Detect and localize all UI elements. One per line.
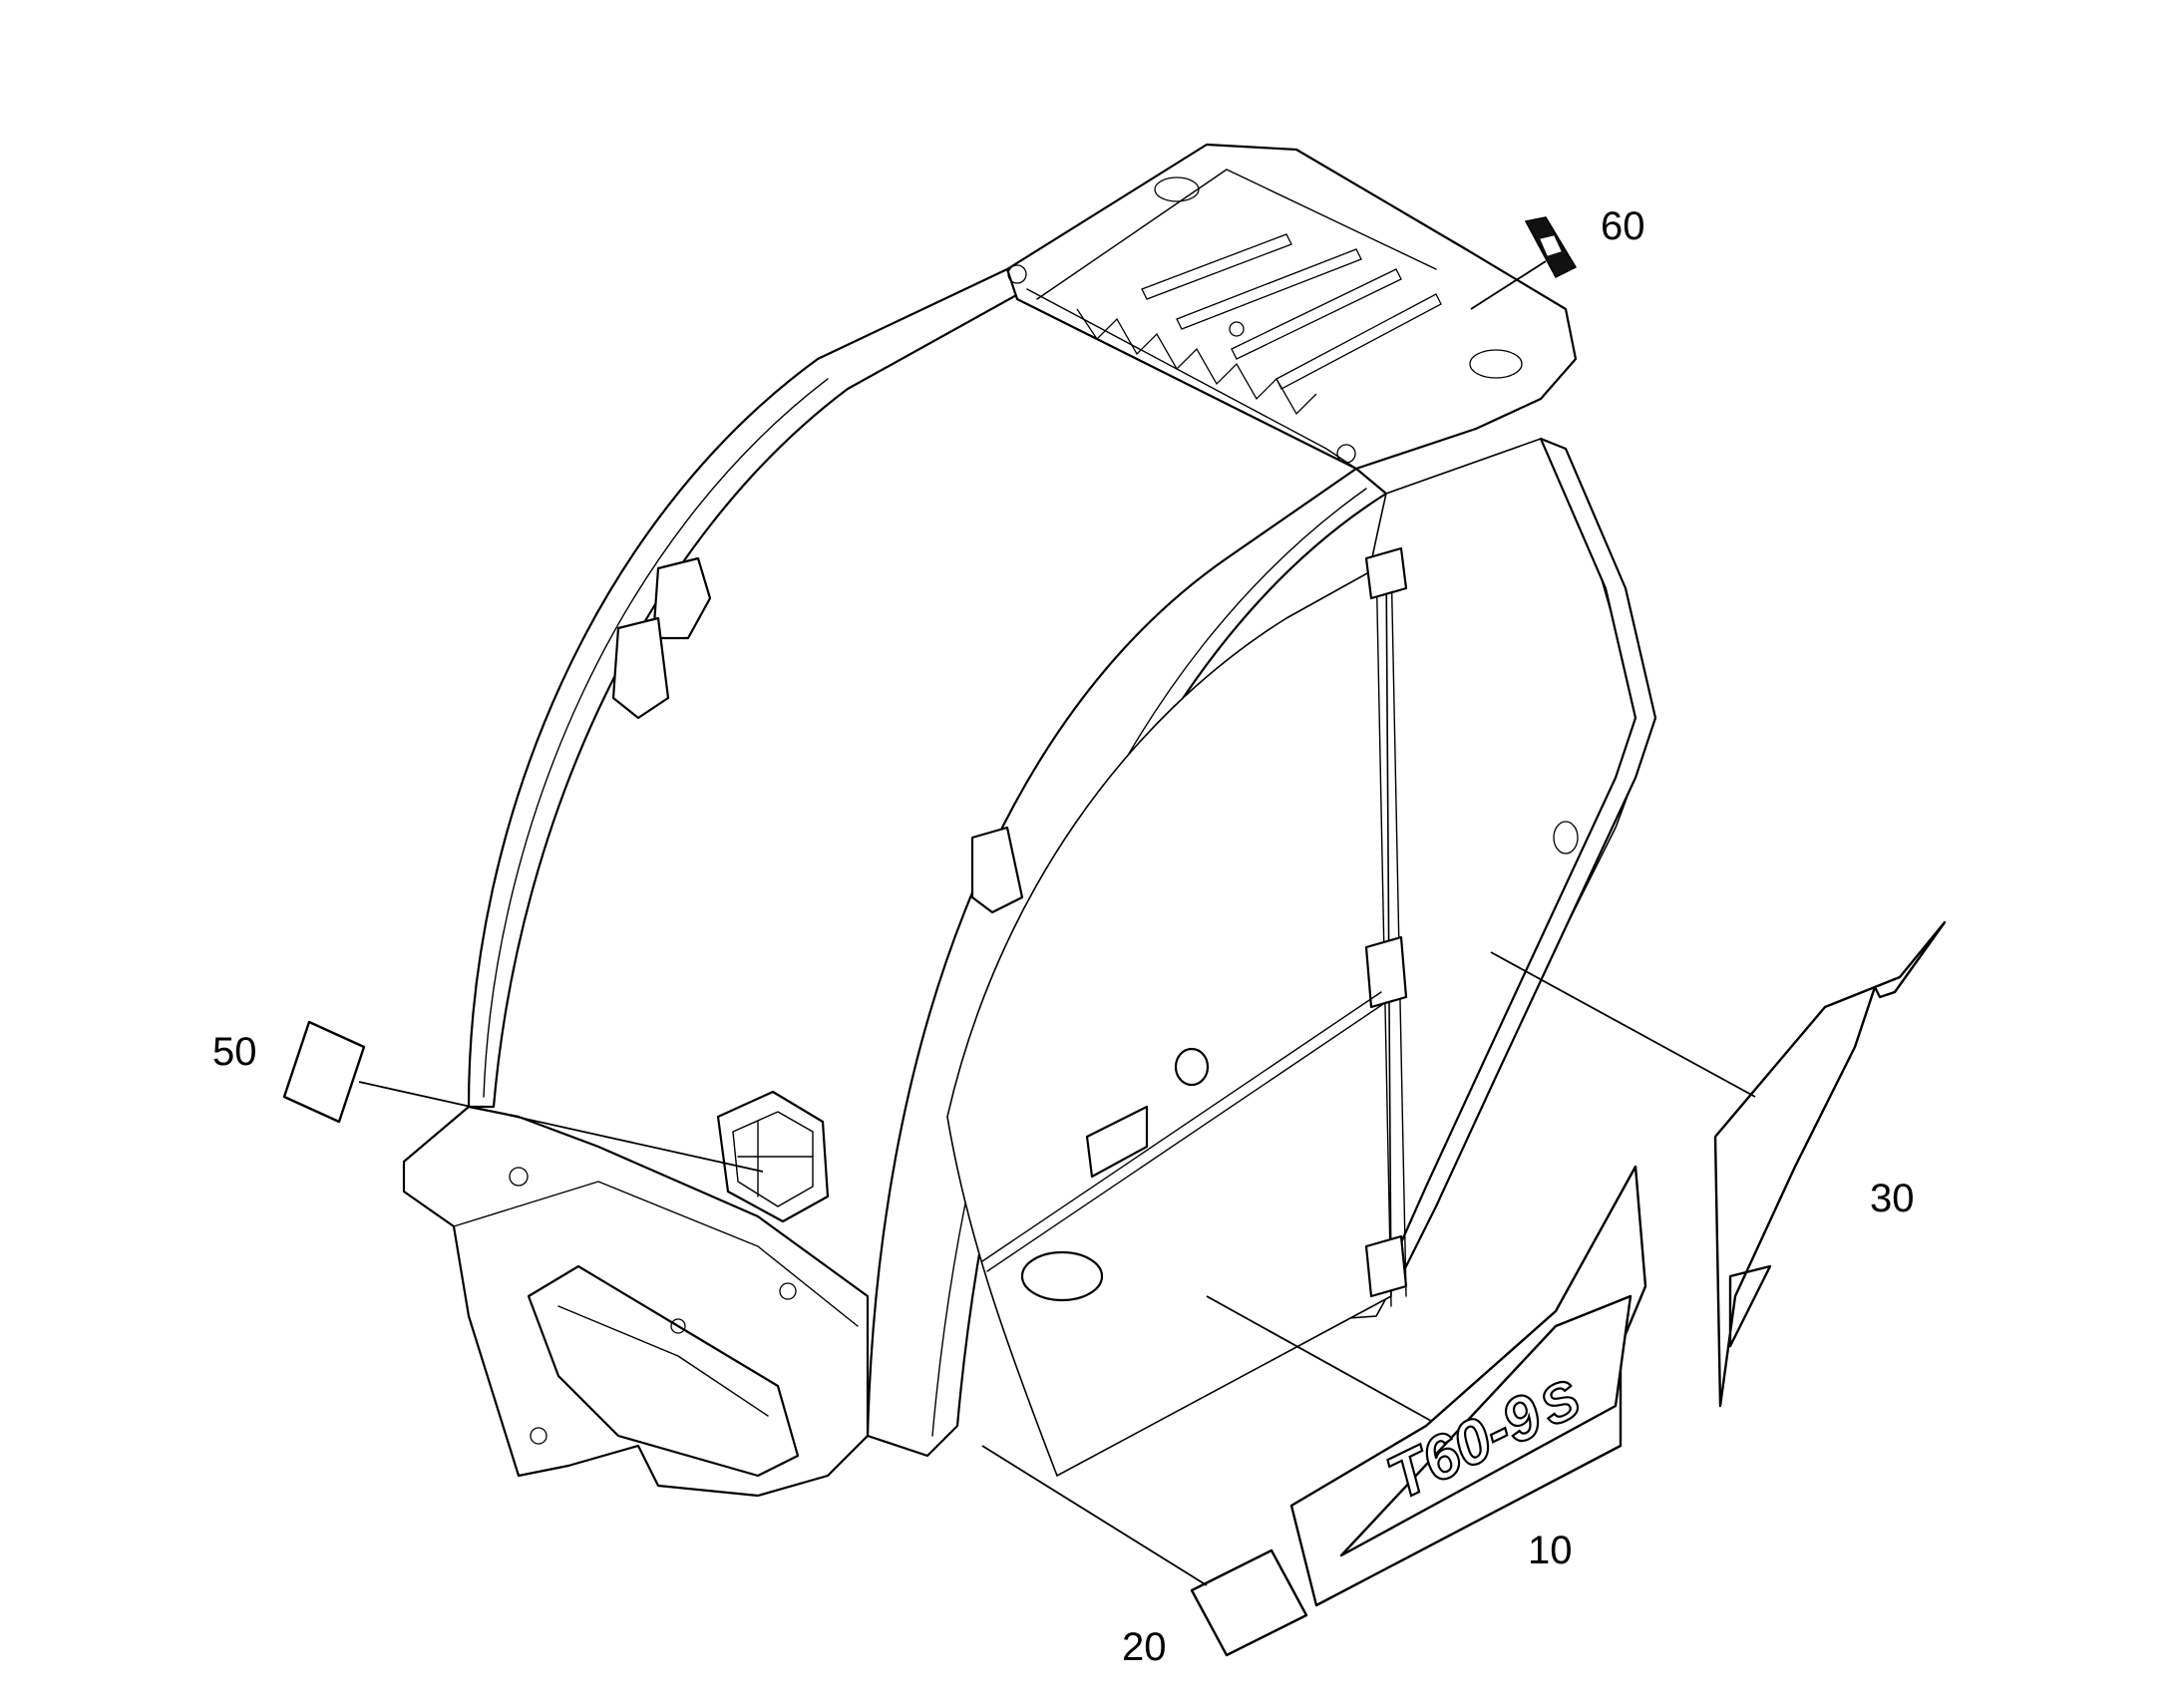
door-hinge-middle bbox=[1364, 935, 1408, 1009]
decal-30 bbox=[1713, 920, 1947, 1408]
callout-20: 20 bbox=[1122, 1625, 1167, 1669]
callout-60: 60 bbox=[1601, 204, 1645, 248]
rear-work-light bbox=[716, 1090, 830, 1223]
rear-lower-body-edge bbox=[453, 1181, 859, 1327]
roof-rail-3 bbox=[1231, 268, 1402, 360]
rear-step-recess bbox=[527, 1264, 800, 1478]
leader-30 bbox=[1490, 951, 1756, 1098]
roof-rail-2 bbox=[1176, 248, 1362, 330]
decal-50 bbox=[282, 1020, 366, 1124]
roof-rear-edge bbox=[1036, 169, 1437, 300]
left-arch-inner-line bbox=[483, 378, 829, 1098]
decal-60 bbox=[1524, 216, 1578, 278]
leader-60 bbox=[1470, 260, 1547, 310]
rear-step-inner bbox=[557, 1305, 769, 1417]
door-knob bbox=[1174, 1047, 1210, 1087]
leader-20 bbox=[981, 1445, 1208, 1586]
decal-20 bbox=[1190, 1548, 1308, 1657]
roof-front-edge bbox=[1026, 288, 1357, 470]
cab-assembly bbox=[402, 143, 1657, 1498]
left-arch-bracket-upper bbox=[651, 556, 712, 640]
roof-mount-left bbox=[1154, 176, 1200, 202]
side-glass-mount bbox=[1553, 821, 1579, 854]
rear-bolt-1 bbox=[509, 1167, 529, 1187]
roof-mount-right bbox=[1469, 349, 1523, 379]
door-hinge-bottom bbox=[1364, 1234, 1408, 1298]
front-arch-bracket bbox=[970, 826, 1024, 914]
roof-rail-1 bbox=[1141, 233, 1292, 300]
callout-10: 10 bbox=[1528, 1529, 1573, 1572]
rear-bolt-4 bbox=[670, 1318, 686, 1334]
decal-10: T60-9S bbox=[1289, 1165, 1647, 1607]
roof-bolt-1 bbox=[1007, 264, 1027, 284]
rear-bolt-3 bbox=[779, 1282, 797, 1300]
roof-panel bbox=[1005, 143, 1578, 471]
door-hinge-top bbox=[1364, 546, 1408, 600]
cab-door bbox=[946, 556, 1392, 1478]
callout-30: 30 bbox=[1870, 1177, 1915, 1220]
roof-bolt-2 bbox=[1336, 444, 1356, 464]
leader-10 bbox=[1206, 1295, 1432, 1422]
door-hinge-post bbox=[1375, 557, 1407, 1307]
door-handle bbox=[1020, 1250, 1104, 1302]
roof-bolt-3 bbox=[1229, 321, 1245, 337]
door-rail bbox=[981, 991, 1387, 1272]
roof-vent-row bbox=[1076, 308, 1317, 416]
leader-50 bbox=[358, 1081, 764, 1173]
door-latch bbox=[1085, 1105, 1149, 1179]
rear-bolt-2 bbox=[530, 1427, 547, 1445]
left-arch-bracket-lower bbox=[611, 616, 670, 720]
callout-50: 50 bbox=[212, 1030, 257, 1074]
